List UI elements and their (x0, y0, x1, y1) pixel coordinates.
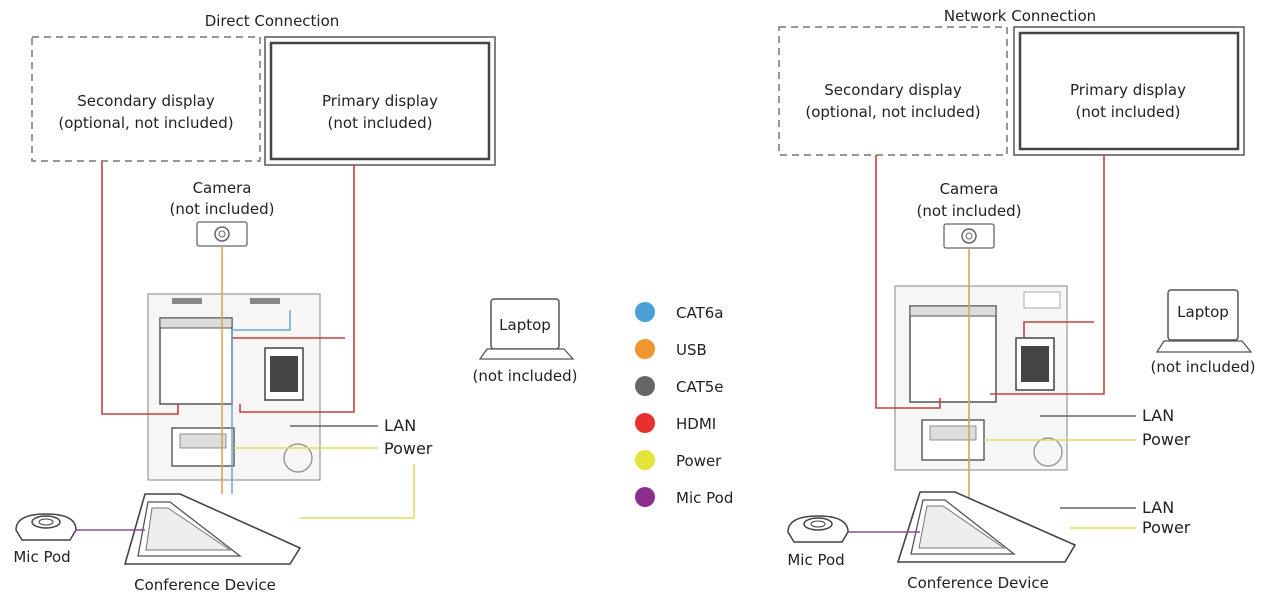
secondary-display-right (778, 26, 1008, 156)
power-label-left: Power (384, 439, 433, 458)
cat6a-cable (231, 310, 291, 494)
legend-label-cat6a: CAT6a (676, 304, 723, 322)
lan-label-right-upper: LAN (1142, 406, 1174, 425)
legend-swatch-power (635, 450, 655, 470)
power-label-right-upper: Power (1142, 430, 1191, 449)
legend-label-cat5e: CAT5e (676, 378, 724, 396)
camera-note: (not included) (170, 200, 275, 218)
legend-swatch-cat5e (635, 376, 655, 396)
mic-pod-label-right: Mic Pod (787, 551, 844, 569)
laptop-label: Laptop (499, 316, 551, 334)
conference-device-label: Conference Device (134, 576, 276, 594)
legend-swatch-usb (635, 339, 655, 359)
mounting-plate (147, 293, 321, 481)
mounting-plate-right (894, 285, 1068, 471)
conference-device-label-right: Conference Device (907, 574, 1049, 592)
lan-label-right-lower: LAN (1142, 498, 1174, 517)
secondary-display-note-right: (optional, not included) (805, 103, 980, 121)
secondary-display-label: Secondary display (77, 92, 215, 110)
primary-display-note-right: (not included) (1076, 103, 1181, 121)
laptop-label-right: Laptop (1177, 303, 1229, 321)
laptop-icon-right (1155, 289, 1253, 353)
direct-connection-diagram: Direct Connection Secondary display (opt… (13, 12, 577, 594)
primary-display-label: Primary display (322, 92, 438, 110)
secondary-display (31, 36, 261, 162)
camera-icon (196, 221, 248, 247)
primary-display-label-right: Primary display (1070, 81, 1186, 99)
secondary-display-label-right: Secondary display (824, 81, 962, 99)
laptop-icon (478, 298, 575, 360)
camera-note-right: (not included) (917, 202, 1022, 220)
legend-label-mic-pod: Mic Pod (676, 489, 733, 507)
laptop-note: (not included) (473, 367, 578, 385)
legend-swatch-cat6a (635, 302, 655, 322)
legend-label-usb: USB (676, 341, 707, 359)
primary-display (264, 36, 496, 166)
laptop-note-right: (not included) (1151, 358, 1256, 376)
network-connection-diagram: Network Connection Secondary display (op… (778, 7, 1256, 592)
primary-display-right (1013, 26, 1245, 156)
network-connection-title: Network Connection (944, 7, 1096, 25)
mic-pod-icon-right (787, 515, 849, 543)
legend-swatch-hdmi (635, 413, 655, 433)
camera-icon-right (943, 223, 995, 249)
legend-swatch-mic-pod (635, 487, 655, 507)
conference-device-right (896, 491, 1077, 563)
hdmi-cables-left (101, 161, 355, 415)
conference-device (123, 493, 302, 565)
direct-connection-title: Direct Connection (205, 12, 340, 30)
mic-pod-label: Mic Pod (13, 548, 70, 566)
legend-label-power: Power (676, 452, 722, 470)
camera-label: Camera (193, 179, 252, 197)
camera-label-right: Camera (940, 180, 999, 198)
power-label-right-lower: Power (1142, 518, 1191, 537)
hdmi-cables-right (875, 155, 1105, 409)
legend-label-hdmi: HDMI (676, 415, 716, 433)
lan-label-left: LAN (384, 416, 416, 435)
primary-display-note: (not included) (328, 114, 433, 132)
mic-pod-icon (15, 513, 77, 541)
secondary-display-note: (optional, not included) (58, 114, 233, 132)
